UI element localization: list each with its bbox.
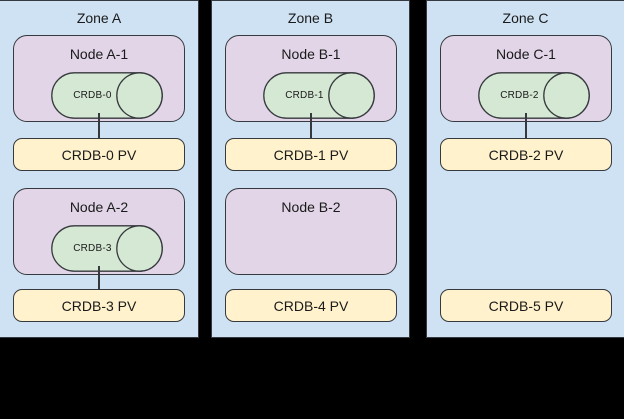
pv-box-crdb-3[interactable]: CRDB-3 PV (13, 289, 185, 322)
database-label-crdb-1: CRDB-1 (285, 90, 324, 101)
node-box-b-2[interactable]: Node B-2 (225, 188, 397, 275)
database-label-crdb-2: CRDB-2 (500, 90, 539, 101)
database-label-crdb-0: CRDB-0 (73, 90, 112, 101)
zone-container-a[interactable]: Zone A Node A-1 CRDB-0 CRDB-0 PV Node A-… (0, 0, 199, 338)
database-cylinder-icon (263, 72, 375, 119)
pv-box-crdb-1[interactable]: CRDB-1 PV (225, 138, 397, 171)
node-box-c-1[interactable]: Node C-1 CRDB-2 (440, 35, 612, 122)
node-box-b-1[interactable]: Node B-1 CRDB-1 (225, 35, 397, 122)
connector-node-a-1-to-pv-crdb-0 (98, 113, 100, 138)
node-box-a-2[interactable]: Node A-2 CRDB-3 (13, 188, 185, 275)
zone-title-b: Zone B (287, 10, 334, 26)
zone-container-b[interactable]: Zone B Node B-1 CRDB-1 CRDB-1 PV Node B-… (211, 0, 410, 338)
pv-box-crdb-2[interactable]: CRDB-2 PV (440, 138, 612, 171)
node-label-c-1: Node C-1 (496, 46, 556, 62)
database-cylinder-crdb-3[interactable]: CRDB-3 (51, 225, 163, 272)
zone-container-c[interactable]: Zone C Node C-1 CRDB-2 CRDB-2 PV CRDB-5 … (426, 0, 624, 338)
database-cylinder-icon (51, 72, 163, 119)
connector-node-b-1-to-pv-crdb-1 (310, 113, 312, 138)
database-cylinder-icon (51, 225, 163, 272)
node-label-a-1: Node A-1 (69, 46, 129, 62)
database-cylinder-icon (478, 72, 590, 119)
pv-box-crdb-5[interactable]: CRDB-5 PV (440, 289, 612, 322)
node-label-a-2: Node A-2 (69, 199, 129, 215)
database-label-crdb-3: CRDB-3 (73, 243, 112, 254)
pv-box-crdb-0[interactable]: CRDB-0 PV (13, 138, 185, 171)
node-label-b-2: Node B-2 (281, 199, 341, 215)
connector-node-a-2-to-pv-crdb-3 (98, 266, 100, 291)
database-cylinder-crdb-2[interactable]: CRDB-2 (478, 72, 590, 119)
node-box-a-1[interactable]: Node A-1 CRDB-0 (13, 35, 185, 122)
database-cylinder-crdb-0[interactable]: CRDB-0 (51, 72, 163, 119)
zone-title-a: Zone A (76, 10, 122, 26)
pv-box-crdb-4[interactable]: CRDB-4 PV (225, 289, 397, 322)
zone-title-c: Zone C (502, 10, 549, 26)
connector-node-c-1-to-pv-crdb-2 (525, 113, 527, 138)
node-label-b-1: Node B-1 (281, 46, 341, 62)
database-cylinder-crdb-1[interactable]: CRDB-1 (263, 72, 375, 119)
